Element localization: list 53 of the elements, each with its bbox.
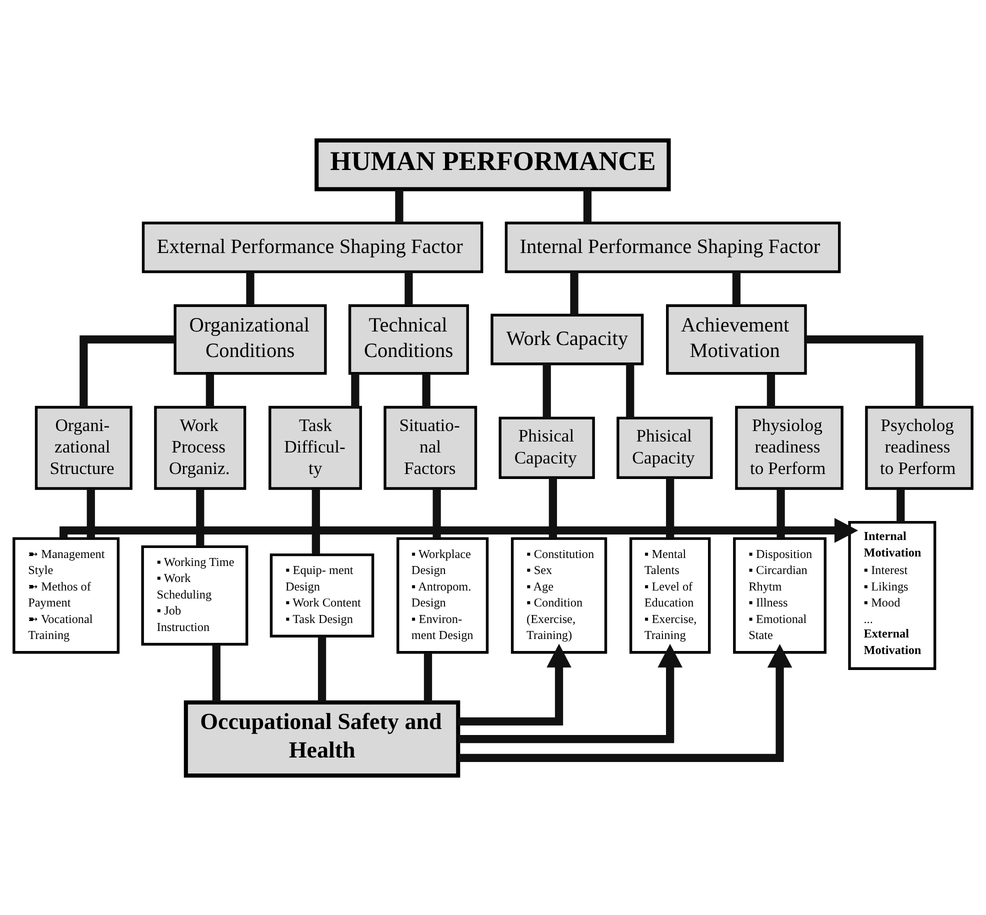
node-box: Situatio- nal Factors — [384, 405, 478, 490]
node-box: Psycholog readiness to Perform — [865, 405, 974, 490]
connector — [196, 488, 204, 546]
connector — [548, 477, 557, 538]
node-box: ➼ Management Style ➼ Methos of Payment ➼ Vocational Training — [12, 536, 120, 654]
node-box: Organi- zational Structure — [34, 405, 132, 490]
node-box: ▪ Mental Talents ▪ Level of Education ▪ Exercise, Training — [629, 536, 711, 654]
connector — [246, 272, 254, 305]
connector — [732, 272, 740, 305]
node-box: Phisical Capacity — [498, 416, 595, 478]
node-box: ▪ Equip- ment Design ▪ Work Content ▪ Task Design — [270, 552, 374, 637]
connector — [570, 272, 578, 314]
connector — [404, 272, 413, 305]
connector — [206, 373, 214, 406]
node-box: ▪ Workplace Design ▪ Antropom. Design ▪ Environ- ment Design — [396, 536, 489, 654]
connector — [896, 488, 905, 522]
connector — [806, 334, 924, 406]
node-box: Task Difficul- ty — [268, 405, 362, 490]
connector — [583, 189, 592, 222]
connector — [80, 334, 175, 406]
connector — [351, 373, 360, 406]
connector — [312, 488, 320, 554]
node-box: Internal Motivation ▪ Interest ▪ Likings ▪ Mood ... External Motivation — [848, 520, 936, 670]
connector — [318, 636, 326, 702]
node-box: Work Process Organiz. — [154, 405, 246, 490]
connector — [626, 364, 634, 418]
connector — [424, 652, 432, 702]
connector — [542, 364, 551, 418]
node-box: Physiolog readiness to Perform — [735, 405, 844, 490]
node-box: Internal Performance Shaping Factor — [504, 221, 841, 273]
node-box: Occupational Safety and Health — [184, 700, 460, 778]
connector — [422, 373, 430, 406]
node-box: HUMAN PERFORMANCE — [314, 138, 671, 191]
arrow — [458, 644, 792, 762]
node-box: Organizational Conditions — [174, 304, 327, 374]
arrow — [458, 643, 682, 743]
node-box: ▪ Working Time ▪ Work Scheduling ▪ Job Instruction — [141, 544, 248, 646]
connector — [766, 373, 776, 406]
node-box: Achievement Motivation — [666, 304, 807, 374]
arrow — [60, 518, 858, 542]
connector — [432, 488, 441, 538]
connector — [86, 488, 95, 538]
node-box: ▪ Constitution ▪ Sex ▪ Age ▪ Condition (Exercise, Training) — [510, 536, 608, 654]
node-box: Phisical Capacity — [616, 416, 713, 478]
arrow — [458, 643, 572, 725]
node-box: ▪ Disposition ▪ Circardian Rhytm ▪ Illness ▪ Emotional State — [733, 536, 826, 654]
node-box: Technical Conditions — [348, 304, 469, 374]
node-box: Work Capacity — [490, 313, 644, 365]
node-box: External Performance Shaping Factor — [142, 221, 484, 273]
connector — [395, 189, 404, 222]
connector — [776, 488, 785, 538]
connector — [212, 644, 220, 702]
connector — [666, 477, 674, 538]
